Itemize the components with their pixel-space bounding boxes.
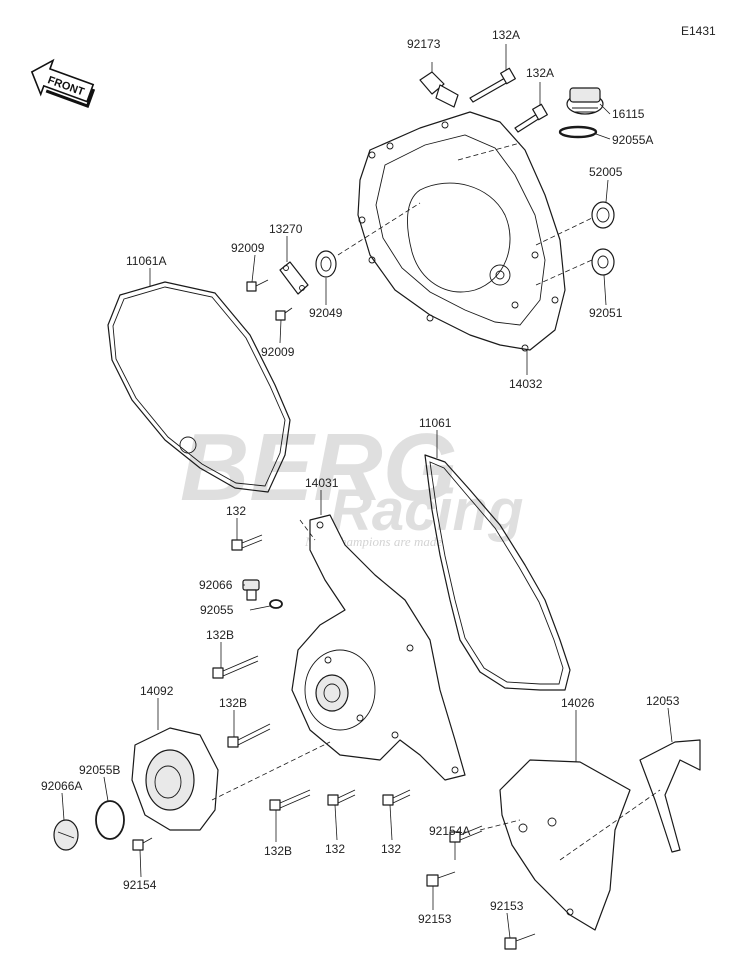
gasket-11061A bbox=[107, 281, 291, 493]
screw-92009-2 bbox=[275, 307, 293, 321]
label-14026: 14026 bbox=[561, 696, 595, 710]
label-13270: 13270 bbox=[269, 222, 303, 236]
label-92153-1: 92153 bbox=[418, 912, 452, 926]
label-92009-2: 92009 bbox=[261, 345, 295, 359]
o-ring-92055 bbox=[269, 599, 283, 609]
o-ring-92055A bbox=[558, 125, 598, 139]
plug-92066A bbox=[53, 819, 79, 851]
label-11061A: 11061A bbox=[126, 254, 166, 268]
label-52005: 52005 bbox=[589, 165, 623, 179]
part-labels: 92173 132A 132A 16115 92055A 52005 92051… bbox=[41, 28, 680, 926]
label-132-2: 132 bbox=[325, 842, 345, 856]
bolt-132-3 bbox=[382, 789, 411, 806]
label-12053: 12053 bbox=[646, 694, 680, 708]
label-92154: 92154 bbox=[123, 878, 157, 892]
leader-lines bbox=[61, 44, 673, 939]
label-92009-1: 92009 bbox=[231, 241, 265, 255]
screw-92009-1 bbox=[246, 279, 269, 292]
label-132A-1: 132A bbox=[492, 28, 520, 42]
label-92153-2: 92153 bbox=[490, 899, 524, 913]
clip-92173 bbox=[419, 71, 459, 108]
plug-92066 bbox=[242, 579, 260, 601]
label-132A-2: 132A bbox=[526, 66, 554, 80]
label-92055: 92055 bbox=[200, 603, 234, 617]
label-92066A: 92066A bbox=[41, 779, 82, 793]
label-92055B: 92055B bbox=[79, 763, 120, 777]
label-132B-2: 132B bbox=[219, 696, 247, 710]
bolt-132-1 bbox=[231, 534, 263, 551]
seal-92049 bbox=[315, 250, 337, 278]
label-92173: 92173 bbox=[407, 37, 441, 51]
bolt-132B-3 bbox=[269, 789, 311, 811]
watermark-brand: BERG bbox=[180, 414, 457, 521]
label-132B-3: 132B bbox=[264, 844, 292, 858]
bolt-132-2 bbox=[327, 789, 356, 806]
label-11061: 11061 bbox=[419, 416, 452, 430]
bolt-92153-1 bbox=[426, 871, 456, 887]
o-ring-92055B bbox=[95, 800, 125, 840]
label-132B-1: 132B bbox=[206, 628, 234, 642]
label-92051: 92051 bbox=[589, 306, 623, 320]
plate-13270 bbox=[279, 261, 309, 295]
bolt-132B-1 bbox=[212, 655, 259, 679]
bracket-12053 bbox=[639, 739, 701, 853]
cover-14031 bbox=[291, 514, 466, 781]
bolt-92154 bbox=[132, 837, 153, 851]
watermark-sub: Racing bbox=[330, 478, 523, 543]
seal-92051 bbox=[591, 248, 615, 276]
label-92066: 92066 bbox=[199, 578, 233, 592]
gasket-11061 bbox=[424, 454, 571, 691]
watermark: BERG Racing New Champions are made bbox=[180, 414, 523, 549]
label-92154A: 92154A bbox=[429, 824, 470, 838]
label-14092: 14092 bbox=[140, 684, 174, 698]
label-132-1: 132 bbox=[226, 504, 246, 518]
front-arrow-icon: FRONT bbox=[30, 58, 96, 108]
label-14032: 14032 bbox=[509, 377, 543, 391]
label-92055A: 92055A bbox=[612, 133, 653, 147]
bolt-132A-1 bbox=[469, 67, 516, 103]
clutch-cover-14032 bbox=[357, 111, 566, 352]
diagram-code: E1431 bbox=[681, 24, 716, 38]
sprocket-cover-14026 bbox=[499, 759, 631, 931]
bolt-132A-2 bbox=[514, 103, 548, 133]
label-14031: 14031 bbox=[305, 476, 339, 490]
bolt-92153-2 bbox=[504, 933, 536, 950]
label-132-3: 132 bbox=[381, 842, 401, 856]
oil-cap-16115 bbox=[566, 87, 604, 115]
label-92049: 92049 bbox=[309, 306, 343, 320]
bolt-132B-2 bbox=[227, 723, 271, 748]
label-16115: 16115 bbox=[612, 107, 645, 121]
part-52005 bbox=[591, 201, 615, 229]
cover-14092 bbox=[131, 727, 219, 831]
